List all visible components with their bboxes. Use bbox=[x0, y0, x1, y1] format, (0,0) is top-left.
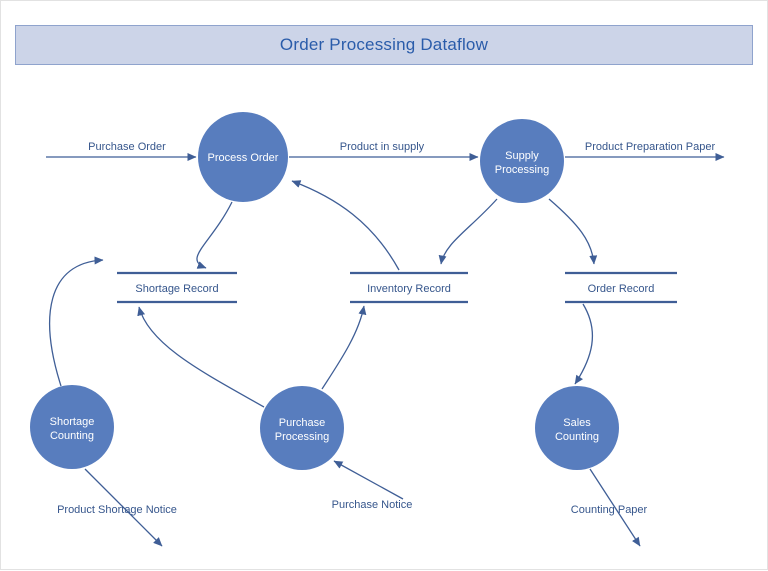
diagram-title: Order Processing Dataflow bbox=[279, 35, 489, 54]
process-label-line1: Sales bbox=[563, 417, 591, 429]
process-label-line2: Counting bbox=[555, 431, 599, 443]
flow-label-purchase-order: Purchase Order bbox=[88, 141, 166, 153]
process-label-line1: Shortage bbox=[50, 416, 95, 428]
process-label-line2: Counting bbox=[50, 430, 94, 442]
datastore-label: Shortage Record bbox=[135, 283, 218, 295]
datastore-inventory-record: Inventory Record bbox=[350, 271, 468, 304]
flow-inventoryrecord-to-processorder bbox=[291, 180, 400, 271]
process-circle bbox=[260, 386, 344, 470]
flow-label-counting-paper: Counting Paper bbox=[571, 504, 648, 516]
flow-supplyprocessing-to-inventoryrecord bbox=[438, 198, 498, 265]
flow-label-purchase-notice: Purchase Notice bbox=[332, 499, 413, 511]
process-node-sales-counting: Sales Counting bbox=[535, 386, 619, 470]
process-node-shortage-counting: Shortage Counting bbox=[30, 385, 114, 469]
flow-shortagecounting-to-shortagerecord bbox=[49, 256, 104, 387]
process-circle bbox=[480, 119, 564, 203]
process-circle bbox=[198, 112, 288, 202]
flow-processorder-to-shortagerecord bbox=[196, 201, 233, 269]
flow-supplyprocessing-to-orderrecord bbox=[548, 198, 598, 265]
process-label-line1: Supply bbox=[505, 150, 539, 162]
flow-label-product-in-supply: Product in supply bbox=[340, 141, 425, 153]
process-node-purchase-processing: Purchase Processing bbox=[260, 386, 344, 470]
flow-purchaseprocessing-to-shortagerecord bbox=[137, 306, 265, 408]
process-label-line2: Processing bbox=[495, 164, 549, 176]
datastore-label: Inventory Record bbox=[367, 283, 451, 295]
flow-purchase-notice bbox=[333, 460, 404, 500]
flow-purchaseprocessing-to-inventoryrecord bbox=[321, 305, 367, 390]
datastore-order-record: Order Record bbox=[565, 271, 677, 304]
diagram-title-banner: Order Processing Dataflow bbox=[15, 25, 753, 65]
flow-label-product-shortage-notice: Product Shortage Notice bbox=[57, 504, 177, 516]
flow-orderrecord-to-salescounting bbox=[574, 303, 594, 385]
process-label: Process Order bbox=[208, 152, 279, 164]
process-circle bbox=[535, 386, 619, 470]
process-label-line2: Processing bbox=[275, 431, 329, 443]
flow-label-product-preparation-paper: Product Preparation Paper bbox=[585, 141, 716, 153]
flow-counting-paper bbox=[589, 468, 641, 547]
datastore-label: Order Record bbox=[588, 283, 655, 295]
process-node-process-order: Process Order bbox=[198, 112, 288, 202]
process-node-supply-processing: Supply Processing bbox=[480, 119, 564, 203]
flow-product-shortage-notice bbox=[84, 468, 163, 547]
datastore-shortage-record: Shortage Record bbox=[117, 271, 237, 304]
process-label-line1: Purchase bbox=[279, 417, 325, 429]
process-circle bbox=[30, 385, 114, 469]
